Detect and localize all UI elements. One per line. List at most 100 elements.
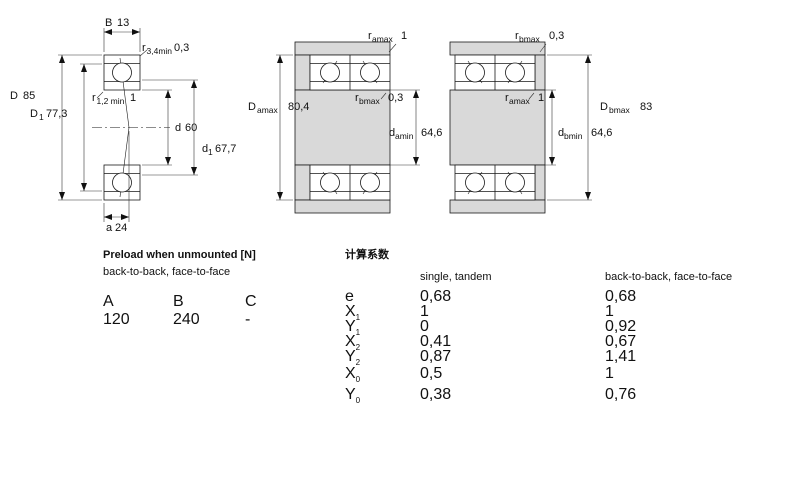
- factors-row-x0: X0 0,5 1: [0, 365, 800, 384]
- pair1-ball: [360, 62, 380, 83]
- dim-dbmin-value: 64,6: [591, 127, 612, 139]
- dim-Dbmax-subscript: bmax: [609, 105, 631, 115]
- dim-a-symbol: a: [106, 222, 113, 234]
- pair1-dimensions: [276, 43, 420, 201]
- dim-r12-subscript: 1,2 min: [97, 96, 125, 106]
- preload-value-a: 120: [103, 311, 130, 328]
- pair2-ball: [465, 62, 485, 83]
- factors-row-y1: Y1 0 0,92: [0, 318, 800, 337]
- factor-symbol: X0: [345, 365, 361, 385]
- dim-ramax-symbol: r: [505, 92, 509, 104]
- factors-row-x2: X2 0,41 0,67: [0, 333, 800, 352]
- dim-rbmax-subscript: bmax: [359, 96, 381, 106]
- factors-row-e: e 0,68 0,68: [0, 288, 800, 305]
- dim-r12-value: 1: [130, 92, 136, 104]
- dim-Dbmax-value: 83: [640, 101, 652, 113]
- factor-value-paired: 1,41: [605, 348, 637, 365]
- pair1-ring-lines: [310, 55, 390, 200]
- factor-symbol: e: [345, 288, 354, 305]
- dim-r34-symbol: r: [142, 42, 146, 54]
- factors-col1-header: single, tandem: [420, 271, 492, 283]
- dim-damin-symbol: d: [389, 127, 395, 139]
- preload-col-c: C: [245, 293, 257, 310]
- factor-symbol: Y0: [345, 386, 361, 406]
- dim-d1-symbol: d: [202, 143, 208, 155]
- factors-row-x1: X1 1 1: [0, 303, 800, 322]
- factor-value-single: 1: [420, 303, 429, 320]
- factor-value-paired: 0,67: [605, 333, 637, 350]
- radius-leader-lines: [96, 49, 148, 99]
- paired-arrangement-2: [449, 41, 546, 214]
- dim-Dbmax-symbol: D: [600, 101, 608, 113]
- housing-shoulder-top: [294, 54, 311, 91]
- dim-D-value: 85: [23, 90, 35, 102]
- dim-rbmax-value: 0,3: [549, 30, 564, 42]
- dim-B-value: 13: [117, 17, 129, 29]
- housing-bottom-band: [449, 199, 546, 214]
- factor-symbol: X1: [345, 303, 361, 323]
- dim-r34-subscript: 3,4min: [147, 46, 173, 56]
- pair1-extension-lines: [276, 43, 420, 201]
- dim-r34-value: 0,3: [174, 42, 189, 54]
- factor-value-single: 0,68: [420, 288, 452, 305]
- pair2-ball: [505, 172, 525, 193]
- dim-damin-value: 64,6: [421, 127, 442, 139]
- dim-B-symbol: B: [105, 17, 112, 29]
- dim-d1-subscript: 1: [208, 147, 213, 157]
- factors-row-y2: Y2 0,87 1,41: [0, 348, 800, 367]
- dim-damin-subscript: amin: [395, 131, 414, 141]
- factor-symbol: Y1: [345, 318, 361, 338]
- ball-bottom: [112, 172, 132, 193]
- preload-col-a: A: [103, 293, 114, 310]
- dim-dbmin-symbol: d: [558, 127, 564, 139]
- dim-ramax-value: 1: [401, 30, 407, 42]
- pair1-labels: r amax 1 D amax 80,4 r bmax 0,3 d amin 6…: [248, 30, 442, 141]
- factor-value-paired: 0,92: [605, 318, 637, 335]
- dim-rbmax-symbol: r: [355, 92, 359, 104]
- dim-d-value: 60: [185, 122, 197, 134]
- single-bearing-dimensions: [58, 28, 198, 222]
- dim-ramax-symbol: r: [368, 30, 372, 42]
- factor-value-single: 0,38: [420, 386, 452, 403]
- preload-subtitle: back-to-back, face-to-face: [103, 266, 231, 278]
- factor-symbol: Y2: [345, 348, 361, 368]
- factor-value-paired: 0,76: [605, 386, 637, 403]
- ball-top: [112, 62, 132, 83]
- factor-value-single: 0,41: [420, 333, 452, 350]
- dim-rbmax-subscript: bmax: [519, 34, 541, 44]
- dim-D1-value: 77,3: [46, 108, 67, 120]
- dim-ramax-subscript: amax: [509, 96, 531, 106]
- preload-col-b: B: [173, 293, 184, 310]
- pair2-labels: r bmax 0,3 r amax 1 D bmax 83 d bmin 64,…: [505, 30, 652, 141]
- dim-dbmin-subscript: bmin: [564, 131, 583, 141]
- pair1-ball: [360, 172, 380, 193]
- dim-d-symbol: d: [175, 122, 181, 134]
- dim-D-symbol: D: [10, 90, 18, 102]
- dim-Damax-symbol: D: [248, 101, 256, 113]
- pair1-ball: [320, 172, 340, 193]
- factor-value-paired: 1: [605, 365, 614, 382]
- dim-Damax-subscript: amax: [257, 105, 279, 115]
- factor-value-single: 0: [420, 318, 429, 335]
- single-bearing-labels: B 13 r 3,4min 0,3 D 85 D 1 77,3 r 1,2 mi…: [10, 17, 236, 234]
- housing-shoulder-top: [534, 54, 546, 91]
- factors-col2-header: back-to-back, face-to-face: [605, 271, 733, 283]
- factors-title: 计算系数: [345, 249, 389, 261]
- factor-symbol: X2: [345, 333, 361, 353]
- pair1-ball: [320, 62, 340, 83]
- preload-value-row: 120 240 -: [0, 311, 800, 328]
- housing-shoulder-bottom: [294, 164, 311, 201]
- preload-header-row: A B C: [0, 293, 800, 310]
- shaft-section: [294, 89, 391, 166]
- dim-ramax-value: 1: [538, 92, 544, 104]
- bearing-technical-drawing: B 13 r 3,4min 0,3 D 85 D 1 77,3 r 1,2 mi…: [10, 17, 652, 234]
- pair2-ball: [505, 62, 525, 83]
- pair2-dimensions: [528, 43, 592, 201]
- paired-arrangement-1: [294, 41, 391, 214]
- dim-a-value: 24: [115, 222, 127, 234]
- single-bearing-section: [92, 54, 170, 201]
- extension-lines: [58, 28, 198, 222]
- preload-value-b: 240: [173, 311, 200, 328]
- dim-D1-symbol: D: [30, 108, 38, 120]
